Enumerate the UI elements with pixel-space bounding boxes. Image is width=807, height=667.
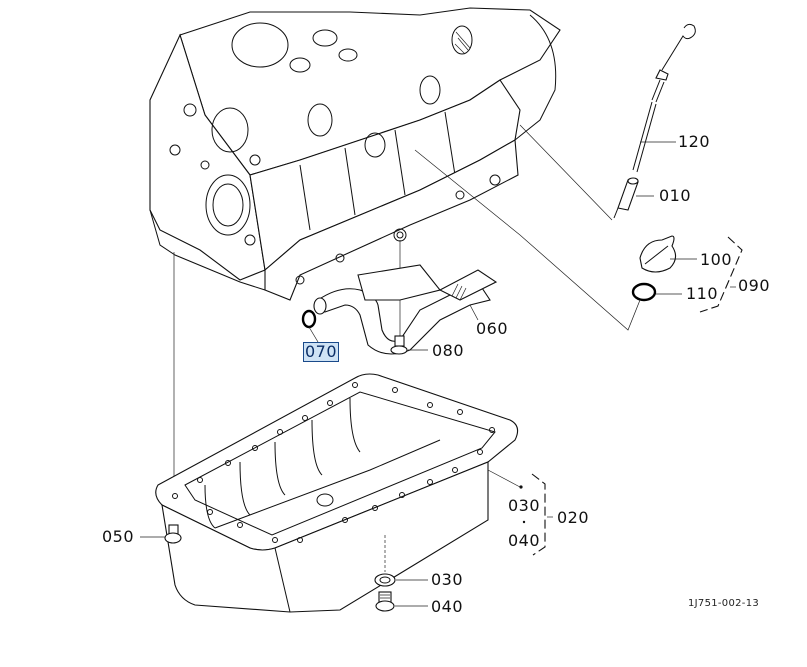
label-040[interactable]: 040: [431, 597, 464, 616]
label-010[interactable]: 010: [659, 186, 692, 205]
oil-pan: [155, 373, 519, 613]
dipstick-120: [632, 23, 696, 173]
label-050[interactable]: 050: [102, 527, 135, 546]
label-070[interactable]: 070: [302, 342, 340, 362]
leader-cap-to-block: [414, 149, 641, 331]
label-040-group[interactable]: 040: [508, 531, 541, 550]
label-090[interactable]: 090: [738, 276, 771, 295]
label-030[interactable]: 030: [431, 570, 464, 589]
oil-strainer-060: [313, 264, 498, 355]
bolt-080: [390, 335, 408, 355]
bolt-050: [164, 524, 182, 544]
bracket-020: [531, 473, 546, 556]
drawing-code: 1J751-002-13: [688, 598, 760, 609]
engine-block: [149, 7, 561, 301]
label-020[interactable]: 020: [557, 508, 590, 527]
oil-filler-cap-100: [639, 235, 677, 273]
dipstick-guide-010: [613, 177, 639, 219]
drain-plug-040: [375, 591, 395, 612]
label-080[interactable]: 080: [432, 341, 465, 360]
o-ring-110: [631, 282, 657, 302]
flange-holes: [172, 382, 495, 543]
label-100[interactable]: 100: [700, 250, 733, 269]
label-030-group[interactable]: 030: [508, 496, 541, 515]
leader-guide-to-block: [519, 124, 613, 221]
label-060[interactable]: 060: [476, 319, 509, 338]
label-120[interactable]: 120: [678, 132, 711, 151]
o-ring-070: [301, 309, 317, 329]
label-110[interactable]: 110: [686, 284, 719, 303]
washer-030: [374, 573, 396, 587]
